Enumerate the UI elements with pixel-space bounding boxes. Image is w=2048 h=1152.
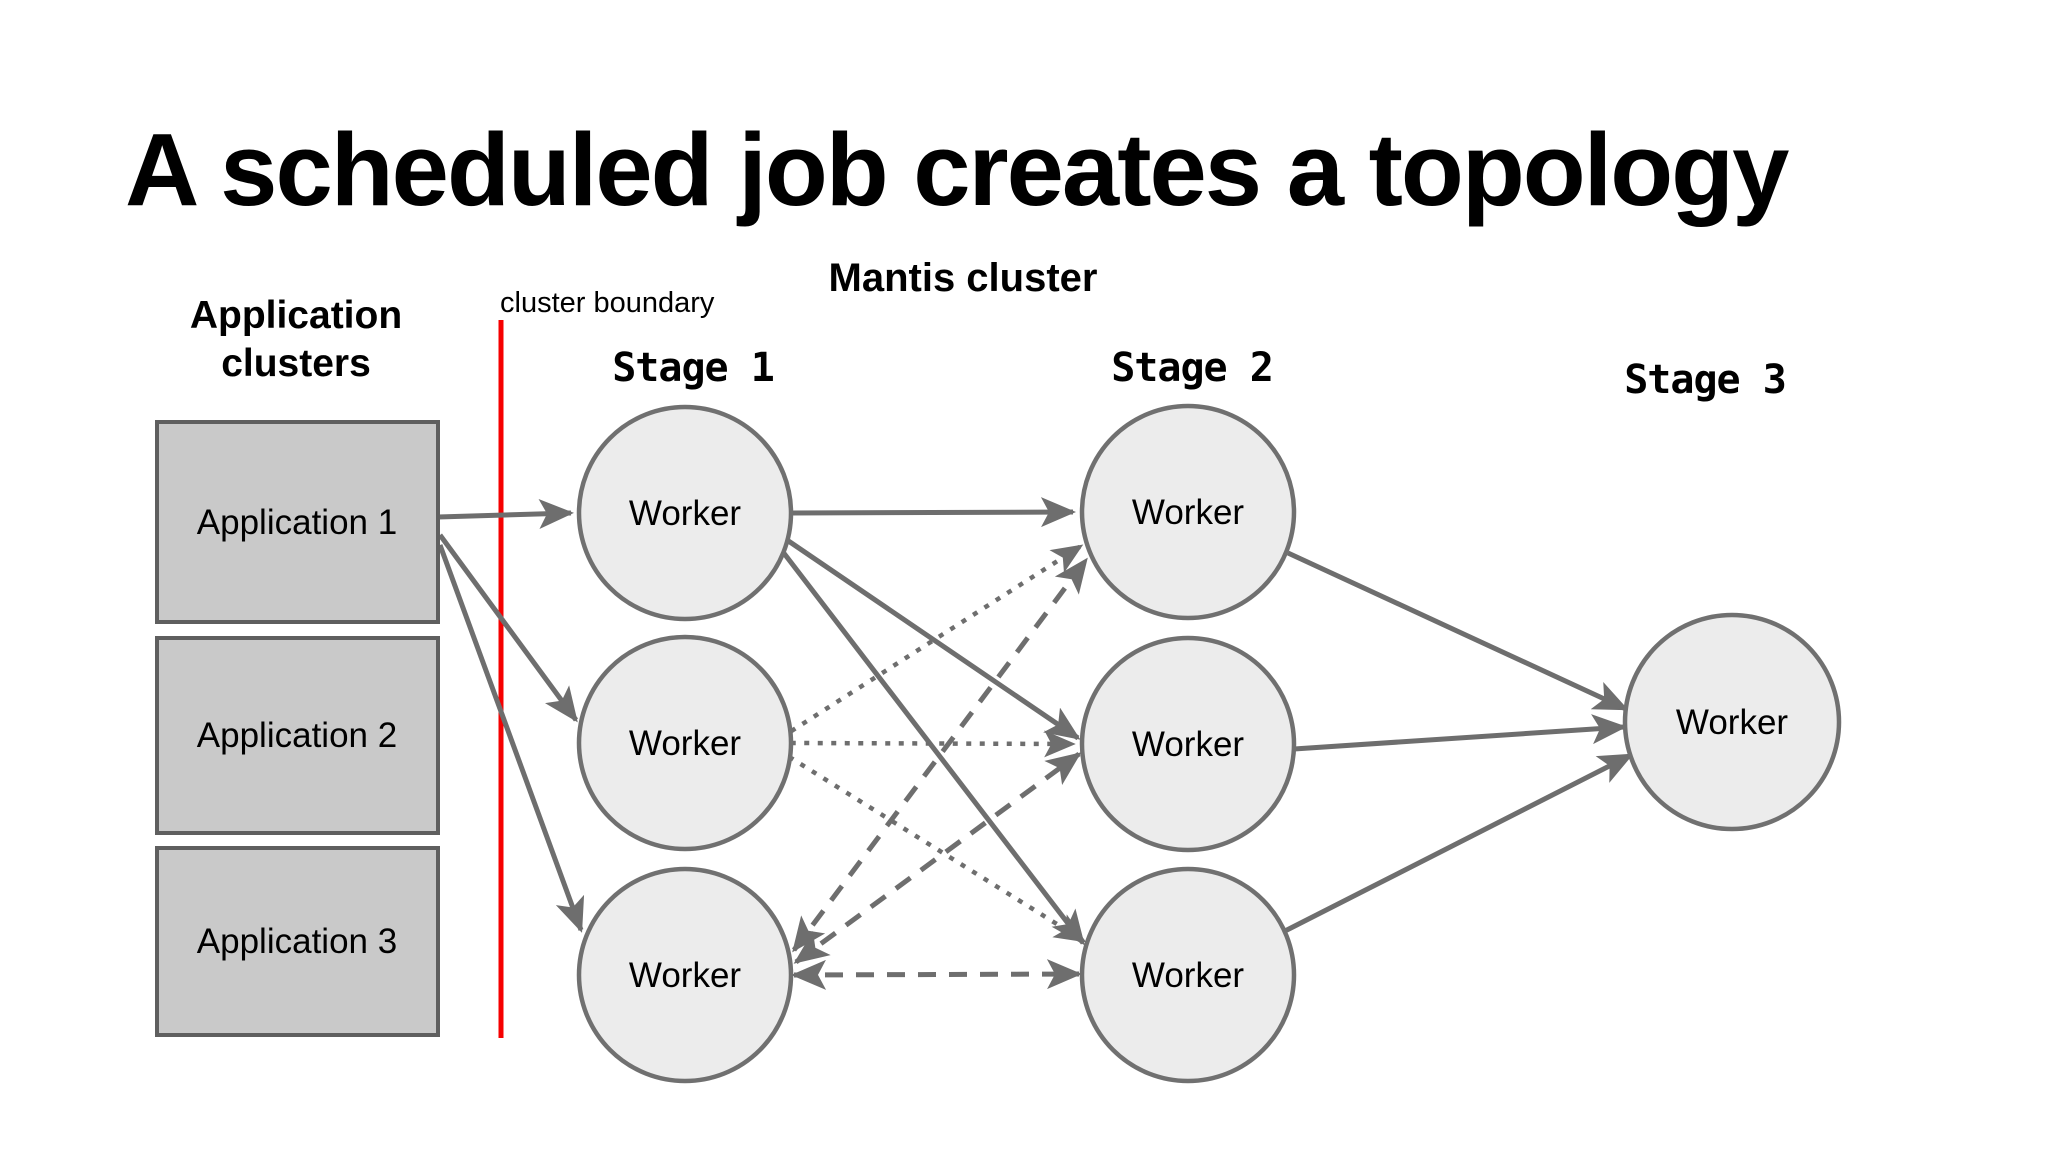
stage2-worker1-label: Worker bbox=[1132, 493, 1244, 532]
application-clusters-heading-line2: clusters bbox=[221, 342, 371, 385]
edge-s1w3-s2w2 bbox=[793, 751, 1082, 965]
stage-2-label: Stage 2 bbox=[1111, 345, 1273, 391]
edge-s1w1-s2w2 bbox=[785, 537, 1081, 741]
edge-app1-s1w3 bbox=[437, 544, 585, 933]
stage1-worker1-node bbox=[576, 404, 794, 622]
stage2-worker3-node bbox=[1079, 866, 1297, 1084]
edge-s1w2-s2w3 bbox=[787, 754, 1088, 945]
stage1-worker2-label: Worker bbox=[629, 724, 741, 763]
edge-app1-s1w1 bbox=[437, 498, 574, 529]
stage1-worker1-label: Worker bbox=[629, 494, 741, 533]
application-1-box bbox=[155, 420, 440, 624]
mantis-cluster-label: Mantis cluster bbox=[829, 256, 1098, 300]
cluster-boundary-label: cluster boundary bbox=[500, 287, 715, 319]
stage2-worker1-node bbox=[1079, 403, 1297, 621]
stage-1-label: Stage 1 bbox=[612, 345, 774, 391]
edge-s2w1-s3w1 bbox=[1286, 550, 1629, 712]
stage3-worker1-label: Worker bbox=[1676, 703, 1788, 742]
application-1-label: Application 1 bbox=[197, 503, 397, 542]
application-3-label: Application 3 bbox=[197, 922, 397, 961]
edge-s1w1-s2w3 bbox=[781, 550, 1085, 946]
application-3-box bbox=[155, 846, 440, 1037]
stage1-worker3-label: Worker bbox=[629, 956, 741, 995]
stage1-worker2-node bbox=[576, 634, 794, 852]
stage-3-label: Stage 3 bbox=[1624, 357, 1786, 403]
application-2-box bbox=[155, 636, 440, 835]
slide-title: A scheduled job creates a topology bbox=[125, 112, 1789, 227]
stage2-worker2-label: Worker bbox=[1132, 725, 1244, 764]
stage1-worker3-node bbox=[576, 866, 794, 1084]
edge-s1w1-s2w1 bbox=[790, 497, 1076, 528]
edge-s2w3-s3w1 bbox=[1281, 752, 1634, 935]
edge-s2w2-s3w1 bbox=[1293, 714, 1627, 752]
stage3-worker1-node bbox=[1622, 612, 1842, 832]
stage2-worker3-label: Worker bbox=[1132, 956, 1244, 995]
edge-s1w3-s2w1 bbox=[791, 557, 1089, 953]
stage2-worker2-node bbox=[1079, 635, 1297, 853]
application-clusters-heading-line1: Application bbox=[190, 294, 402, 337]
edge-app1-s1w2 bbox=[437, 533, 579, 723]
edge-s1w3-s2w3 bbox=[791, 959, 1082, 990]
application-2-label: Application 2 bbox=[197, 716, 397, 755]
